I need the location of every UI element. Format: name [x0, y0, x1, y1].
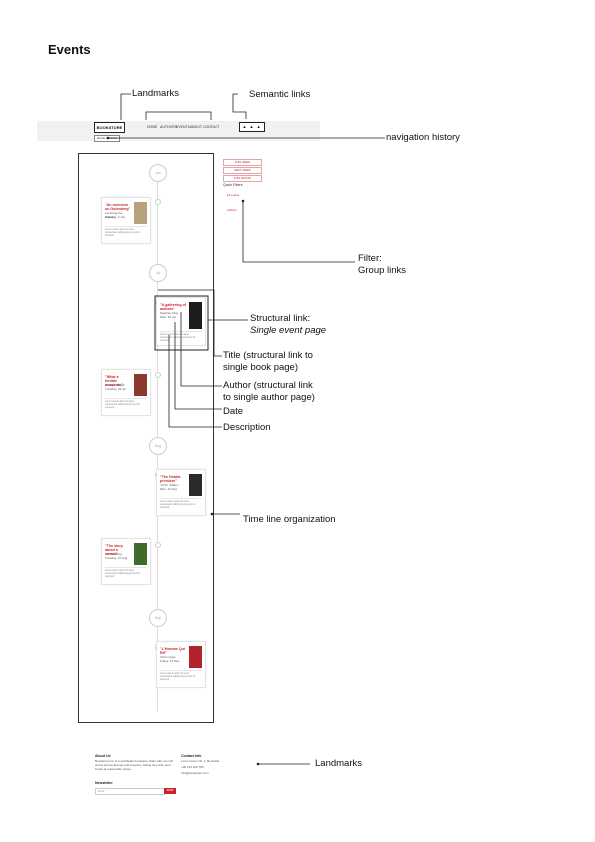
nav-item-contact[interactable]: CONTACT — [203, 125, 220, 129]
timeline-dot — [155, 199, 161, 205]
annotation-landmarks: Landmarks — [132, 88, 179, 99]
month-marker: Jul — [149, 264, 167, 282]
timeline-frame — [78, 153, 214, 723]
annotation-description: Description — [223, 422, 271, 433]
footer-address: Lorem Ipsum St. 1, Bookville — [181, 759, 220, 763]
event-card[interactable]: "What a terrible moments" George Orwell … — [101, 369, 151, 416]
book-cover[interactable] — [189, 646, 202, 668]
quick-link-all-events[interactable]: All events — [227, 193, 240, 197]
month-marker: Sep — [149, 609, 167, 627]
event-date: Tuesday, 23 Jul — [105, 387, 126, 391]
event-title[interactable]: "What a terrible moments" — [105, 375, 123, 388]
event-date: Tuesday, 4 Jun — [105, 215, 126, 219]
event-date: Mon, 12 Aug — [160, 487, 177, 491]
event-title[interactable]: "The story about a sword" — [105, 544, 123, 557]
event-date: Friday, 13 Sep — [160, 659, 180, 663]
event-date: Wed, 10 Jul — [160, 315, 176, 319]
footer-phone: +00 123 456 789 — [181, 765, 204, 769]
annotation-group-links: Group links — [358, 265, 407, 276]
annotation-date: Date — [223, 406, 244, 417]
event-author[interactable]: J.K. Rowling — [105, 552, 122, 556]
footer-about-heading: About Us — [95, 754, 111, 758]
semantic-links-connector — [232, 93, 247, 119]
timeline-dot — [155, 372, 161, 378]
nav-item-home[interactable]: HOME — [147, 125, 158, 129]
annotation-navigation-history: navigation history — [386, 132, 460, 143]
event-description: Lorem ipsum dolor sit amet, consectetur … — [160, 672, 196, 681]
book-cover[interactable] — [134, 543, 147, 565]
book-cover[interactable] — [134, 202, 147, 224]
timeline-dot — [155, 542, 161, 548]
filter-this-month-button[interactable]: THIS MONTH — [223, 175, 262, 182]
annotation-semantic-links: Semantic links — [249, 89, 311, 100]
card-divider — [160, 670, 202, 671]
card-divider — [105, 226, 147, 227]
structural-link-box — [154, 295, 209, 351]
book-cover[interactable] — [189, 302, 202, 329]
event-card[interactable]: "The Hobbit premiere" J.R.R. Tolkien Mon… — [156, 469, 206, 516]
event-card[interactable]: "An overview on Gutenberg" Lecturing the… — [101, 197, 151, 244]
event-author[interactable]: J.R.R. Tolkien — [160, 483, 179, 487]
month-marker: Jun — [149, 164, 167, 182]
card-divider — [160, 498, 202, 499]
month-marker: Aug — [149, 437, 167, 455]
event-author[interactable]: Victor Hugo — [160, 655, 176, 659]
event-card[interactable]: "L'Homme Qui Rit" Victor Hugo Friday, 13… — [156, 641, 206, 688]
event-title[interactable]: "L'Homme Qui Rit" — [160, 647, 185, 656]
author-connector — [180, 312, 222, 387]
book-cover[interactable] — [189, 474, 202, 496]
event-title[interactable]: "The Hobbit premiere" — [160, 475, 181, 484]
page-title: Events — [48, 42, 91, 57]
card-divider — [105, 567, 147, 568]
annotation-author-detail: to single author page) — [223, 392, 315, 403]
event-description: Lorem ipsum dolor sit amet, consectetur … — [105, 228, 141, 237]
event-date: Tuesday, 27 Aug — [105, 556, 128, 560]
footer-contact-heading: Contact Info — [181, 754, 202, 758]
event-title[interactable]: "An overview on Gutenberg" — [105, 203, 131, 212]
title-connector — [158, 289, 222, 357]
nav-item-events[interactable]: EVENTS — [176, 125, 191, 129]
event-author[interactable]: Lecturing the authors — [105, 211, 123, 219]
event-title[interactable]: "A gathering of authors" — [160, 303, 186, 312]
logo[interactable]: BOOKSTORE — [94, 122, 125, 133]
landmarks-connector — [120, 93, 131, 120]
date-connector — [174, 322, 222, 410]
quick-link-authors[interactable]: Authors — [227, 208, 237, 212]
footer-email[interactable]: info@bookstore.com — [181, 771, 209, 775]
newsletter-send-button[interactable]: SEND — [164, 788, 176, 794]
event-author[interactable]: George Orwell — [105, 383, 125, 387]
annotation-single-event-page: Single event page — [250, 325, 327, 336]
event-description: Lorem ipsum dolor sit amet, consectetur … — [160, 500, 196, 509]
card-divider — [105, 398, 147, 399]
event-description: Lorem ipsum dolor sit amet, consectetur … — [105, 569, 141, 578]
annotation-title: Title (structural link to — [223, 350, 313, 361]
filter-this-week-button[interactable]: THIS WEEK — [223, 159, 262, 166]
annotation-timeline: Time line organization — [243, 514, 336, 525]
filter-connector — [242, 201, 355, 263]
filter-next-week-button[interactable]: NEXT WEEK — [223, 167, 262, 174]
social-icons[interactable]: ▲ ▲ ▲ — [239, 122, 265, 132]
annotation-landmarks-bottom: Landmarks — [315, 758, 362, 769]
nav-item-authors[interactable]: AUTHORS — [160, 125, 178, 129]
annotation-title-detail: single book page) — [223, 362, 298, 373]
footer-newsletter-heading: Newsletter — [95, 781, 113, 785]
annotation-filter: Filter: — [358, 253, 382, 264]
description-connector — [168, 335, 222, 428]
event-card[interactable]: "The story about a sword" J.K. Rowling T… — [101, 538, 151, 585]
quick-filters-label: Quick Filters — [223, 183, 243, 187]
book-cover[interactable] — [134, 374, 147, 396]
nav-item-about[interactable]: ABOUT — [190, 125, 203, 129]
event-author[interactable]: Stephen King — [160, 311, 179, 315]
nav-bracket — [145, 111, 212, 120]
annotation-author: Author (structural link — [223, 380, 313, 391]
event-description: Lorem ipsum dolor sit amet, consectetur … — [105, 400, 141, 409]
annotation-structural-link: Structural link: — [250, 313, 311, 324]
footer-about-text: Bookstore Inc. is a worldwide bookstore … — [95, 759, 173, 771]
